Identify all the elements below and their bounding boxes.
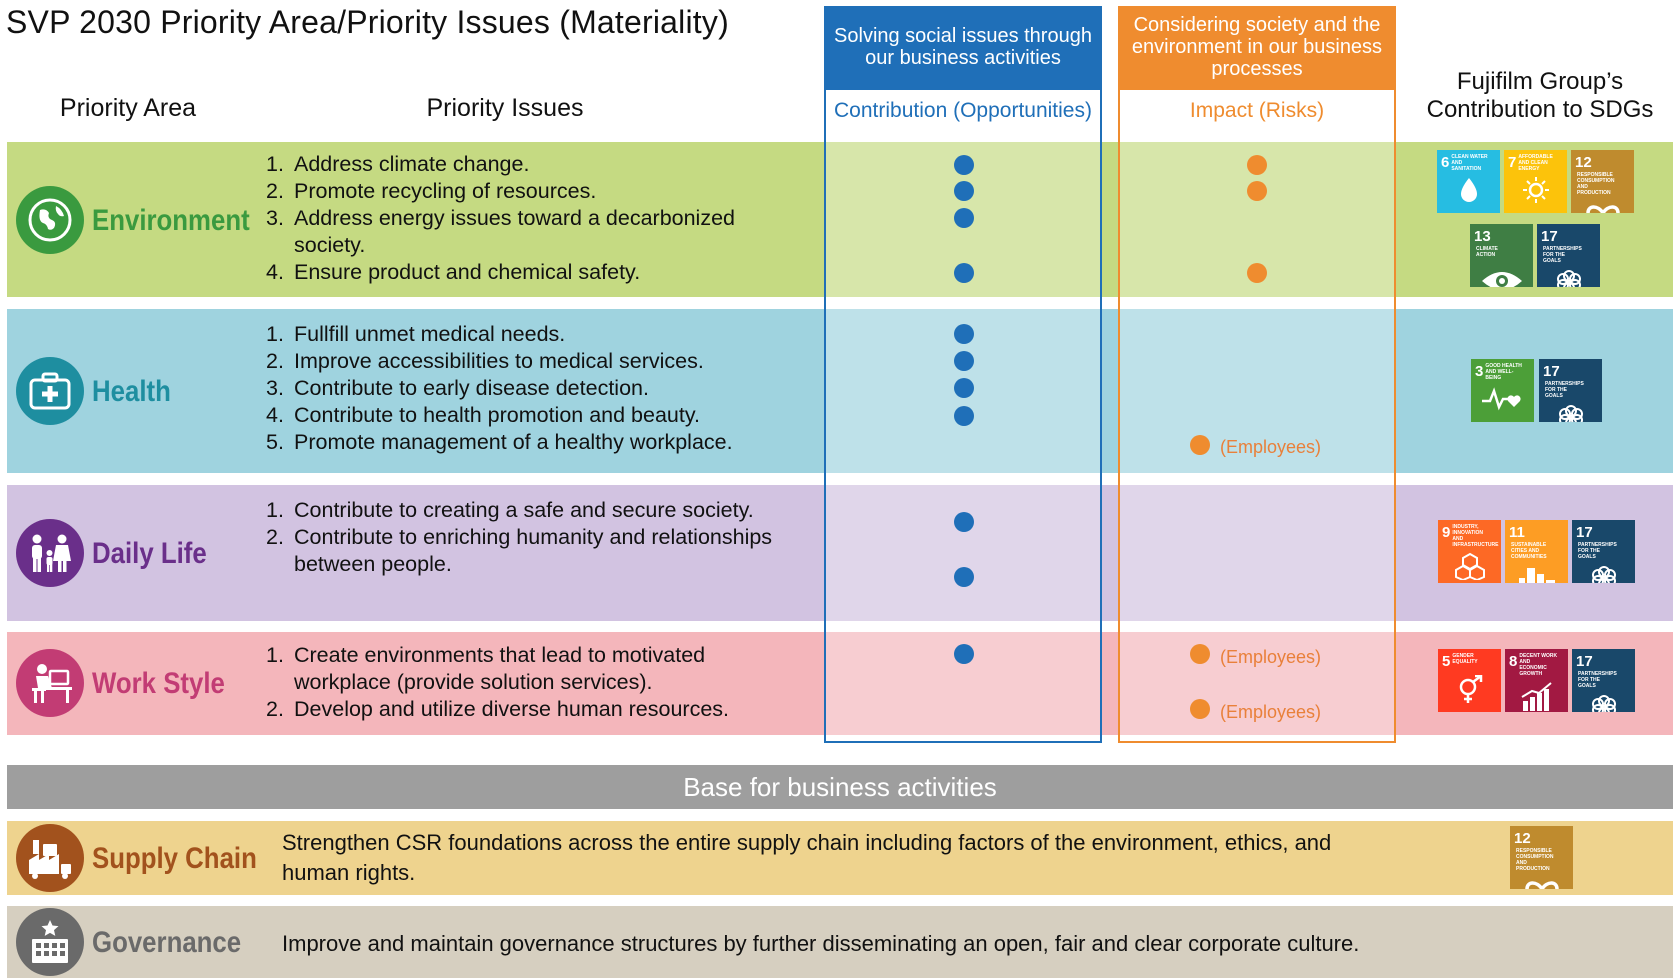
- flower-icon: [1558, 405, 1583, 422]
- risk-note: (Employees): [1220, 647, 1322, 667]
- priority-issues-header: Priority Issues: [426, 94, 584, 122]
- opportunities-header-box: Solving social issues through our busine…: [824, 6, 1102, 88]
- opportunity-dot: [954, 512, 974, 532]
- factory-truck-icon: [29, 840, 71, 879]
- sdg-tile-17: 17Partnerships for the goals: [1539, 359, 1602, 422]
- risks-header-box: Considering society and the environment …: [1118, 6, 1396, 88]
- list-item: 1.Fullfill unmet medical needs.: [266, 322, 566, 346]
- opportunity-dot: [954, 378, 974, 398]
- flower-icon: [1591, 566, 1616, 583]
- building-star-icon: [32, 920, 68, 963]
- sdg-tile-5: 5Gender equality: [1438, 649, 1501, 712]
- flower-icon: [1591, 695, 1616, 712]
- opportunity-dot: [954, 181, 974, 201]
- work-style-area-icon: [16, 649, 84, 717]
- cubes-icon: [1454, 552, 1485, 580]
- sdg-tile-11: 11Sustainable cities and communities: [1505, 520, 1568, 583]
- governance-text: Improve and maintain governance structur…: [282, 931, 1360, 956]
- supply-chain-band: [7, 821, 1673, 895]
- sdg-header: Fujifilm Group’s Contribution to SDGs: [1426, 68, 1654, 123]
- environment-issues-list: 1.Address climate change. 2.Promote recy…: [266, 151, 806, 286]
- family-icon: [32, 534, 71, 572]
- sdg-tile-6: 6Clean water and sanitation: [1437, 150, 1500, 213]
- environment-area-icon: [16, 186, 84, 254]
- opportunity-dot: [954, 567, 974, 587]
- health-area-icon: [16, 357, 84, 425]
- supply-chain-area-icon: [16, 824, 84, 892]
- sdg-tile-12: 12Responsible consumption and production: [1571, 150, 1634, 213]
- sdg-tile-7: 7Affordable and clean energy: [1504, 150, 1567, 213]
- daily-life-area-icon: [16, 519, 84, 587]
- opportunity-dot: [954, 351, 974, 371]
- governance-label: Governance: [92, 926, 242, 959]
- risks-header-text: Considering society and the environment …: [1131, 14, 1383, 80]
- sun-icon: [1522, 177, 1549, 203]
- sdg-tile-17: 17Partnerships for the goals: [1572, 649, 1635, 712]
- supply-chain-text: Strengthen CSR foundations across the en…: [282, 830, 1332, 885]
- list-item: 2.Improve accessibilities to medical ser…: [266, 349, 704, 373]
- work-style-issues-list: 1.Create environments that lead to motiv…: [266, 642, 806, 723]
- sdg-tile-8: 8Decent work and economic growth: [1505, 649, 1568, 712]
- sdg-tile-13: 13Climate action: [1470, 224, 1533, 287]
- list-item: 1.Contribute to creating a safe and secu…: [266, 498, 754, 522]
- risk-dot: [1247, 263, 1267, 283]
- infinity-icon: [1524, 881, 1559, 889]
- governance-area-icon: [16, 908, 84, 976]
- list-item: 2.Contribute to enriching humanity and r…: [266, 525, 773, 576]
- health-label: Health: [92, 375, 171, 408]
- heartbeat-icon: [1481, 387, 1521, 411]
- base-activities-bar: Base for business activities: [7, 765, 1673, 809]
- risk-dot: [1190, 644, 1210, 664]
- opportunity-dot: [954, 263, 974, 283]
- desk-worker-icon: [32, 664, 72, 703]
- risk-note: (Employees): [1220, 437, 1322, 457]
- list-item: 5.Promote management of a healthy workpl…: [266, 430, 733, 454]
- daily-life-issues-list: 1.Contribute to creating a safe and secu…: [266, 497, 776, 578]
- eye-icon: [1481, 272, 1522, 287]
- city-icon: [1518, 568, 1555, 583]
- list-item: 4.Contribute to health promotion and bea…: [266, 403, 700, 427]
- list-item: 3.Contribute to early disease detection.: [266, 376, 649, 400]
- sdg-tile-17: 17Partnerships for the goals: [1537, 224, 1600, 287]
- gender-icon: [1459, 675, 1482, 703]
- opportunity-dot: [954, 208, 974, 228]
- sdg-tile-3: 3Good health and well-being: [1471, 359, 1534, 422]
- growth-chart-icon: [1520, 682, 1552, 711]
- opportunity-dot: [954, 155, 974, 175]
- health-issues-list: 1.Fullfill unmet medical needs. 2.Improv…: [266, 321, 806, 456]
- sdg-tile-9: 9Industry, innovation and infrastructure: [1438, 520, 1501, 583]
- list-item: 2.Develop and utilize diverse human reso…: [266, 697, 730, 721]
- priority-area-header: Priority Area: [59, 94, 197, 122]
- opportunities-header-text: Solving social issues through our busine…: [834, 25, 1092, 69]
- flower-icon: [1556, 270, 1581, 287]
- environment-label: Environment: [92, 204, 250, 237]
- list-item: 1.Create environments that lead to motiv…: [266, 643, 706, 694]
- list-item: 4.Ensure product and chemical safety.: [266, 260, 641, 284]
- supply-chain-label: Supply Chain: [92, 842, 257, 875]
- first-aid-kit-icon: [29, 372, 71, 410]
- globe-icon: [28, 198, 72, 242]
- opportunity-dot: [954, 406, 974, 426]
- governance-band: [7, 906, 1673, 978]
- opportunity-dot: [954, 324, 974, 344]
- page-title: SVP 2030 Priority Area/Priority Issues (…: [6, 4, 729, 40]
- risk-dot: [1190, 435, 1210, 455]
- risk-dot: [1247, 181, 1267, 201]
- risk-note: (Employees): [1220, 702, 1322, 722]
- water-drop-icon: [1460, 178, 1477, 202]
- risk-dot: [1247, 155, 1267, 175]
- daily-life-label: Daily Life: [92, 537, 207, 570]
- opportunities-label: Contribution (Opportunities): [834, 99, 1092, 122]
- infinity-icon: [1585, 205, 1620, 213]
- work-style-label: Work Style: [92, 667, 225, 700]
- list-item: 2.Promote recycling of resources.: [266, 179, 597, 203]
- sdg-tile-12: 12Responsible consumption and production: [1510, 826, 1573, 889]
- list-item: 1.Address climate change.: [266, 152, 530, 176]
- list-item: 3.Address energy issues toward a decarbo…: [266, 206, 736, 257]
- risk-dot: [1190, 699, 1210, 719]
- sdg-tile-17: 17Partnerships for the goals: [1572, 520, 1635, 583]
- opportunity-dot: [954, 644, 974, 664]
- risks-label: Impact (Risks): [1189, 99, 1325, 122]
